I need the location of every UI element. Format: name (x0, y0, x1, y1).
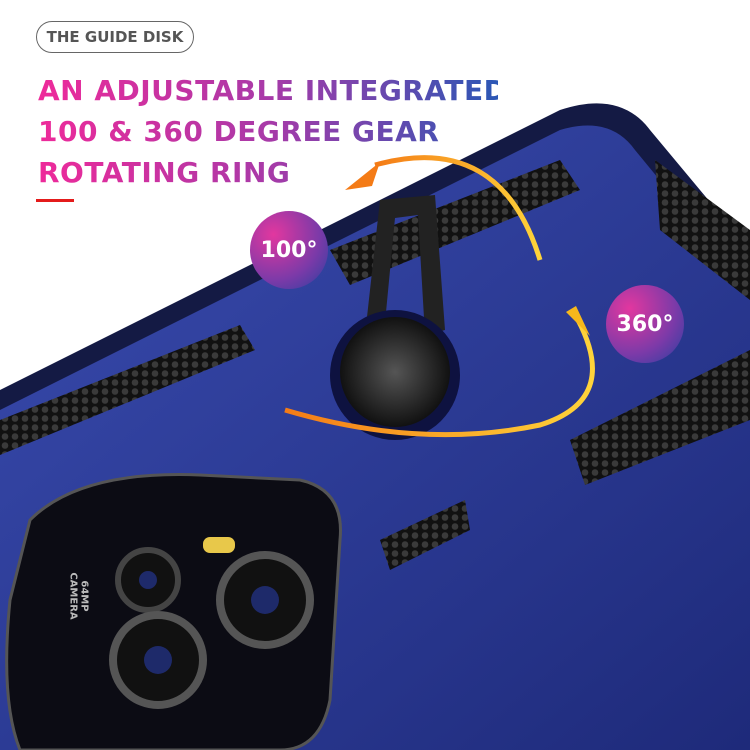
headline-line-2: 100 & 360 DEGREE GEAR (38, 115, 440, 148)
grip-texture-panels (0, 160, 750, 570)
guide-disk-tag: THE GUIDE DISK (36, 21, 194, 53)
accent-divider (36, 199, 74, 202)
camera-label-mp: 64MP (78, 580, 90, 612)
ring-holder (330, 195, 460, 440)
badge-360-degree: 360° (606, 285, 684, 363)
headline: AN ADJUSTABLE INTEGRATED 100 & 360 DEGRE… (38, 70, 498, 193)
arrow-head-right (566, 306, 590, 336)
camera-label: 64MP CAMERA (68, 572, 90, 619)
rotation-arrows (284, 155, 595, 438)
camera-label-camera: CAMERA (67, 572, 79, 620)
camera-module (5, 473, 342, 750)
headline-line-1: AN ADJUSTABLE INTEGRATED (38, 74, 508, 107)
badge-100-degree: 100° (250, 211, 328, 289)
arrow-head-left (345, 162, 380, 190)
headline-line-3: ROTATING RING (38, 156, 291, 189)
